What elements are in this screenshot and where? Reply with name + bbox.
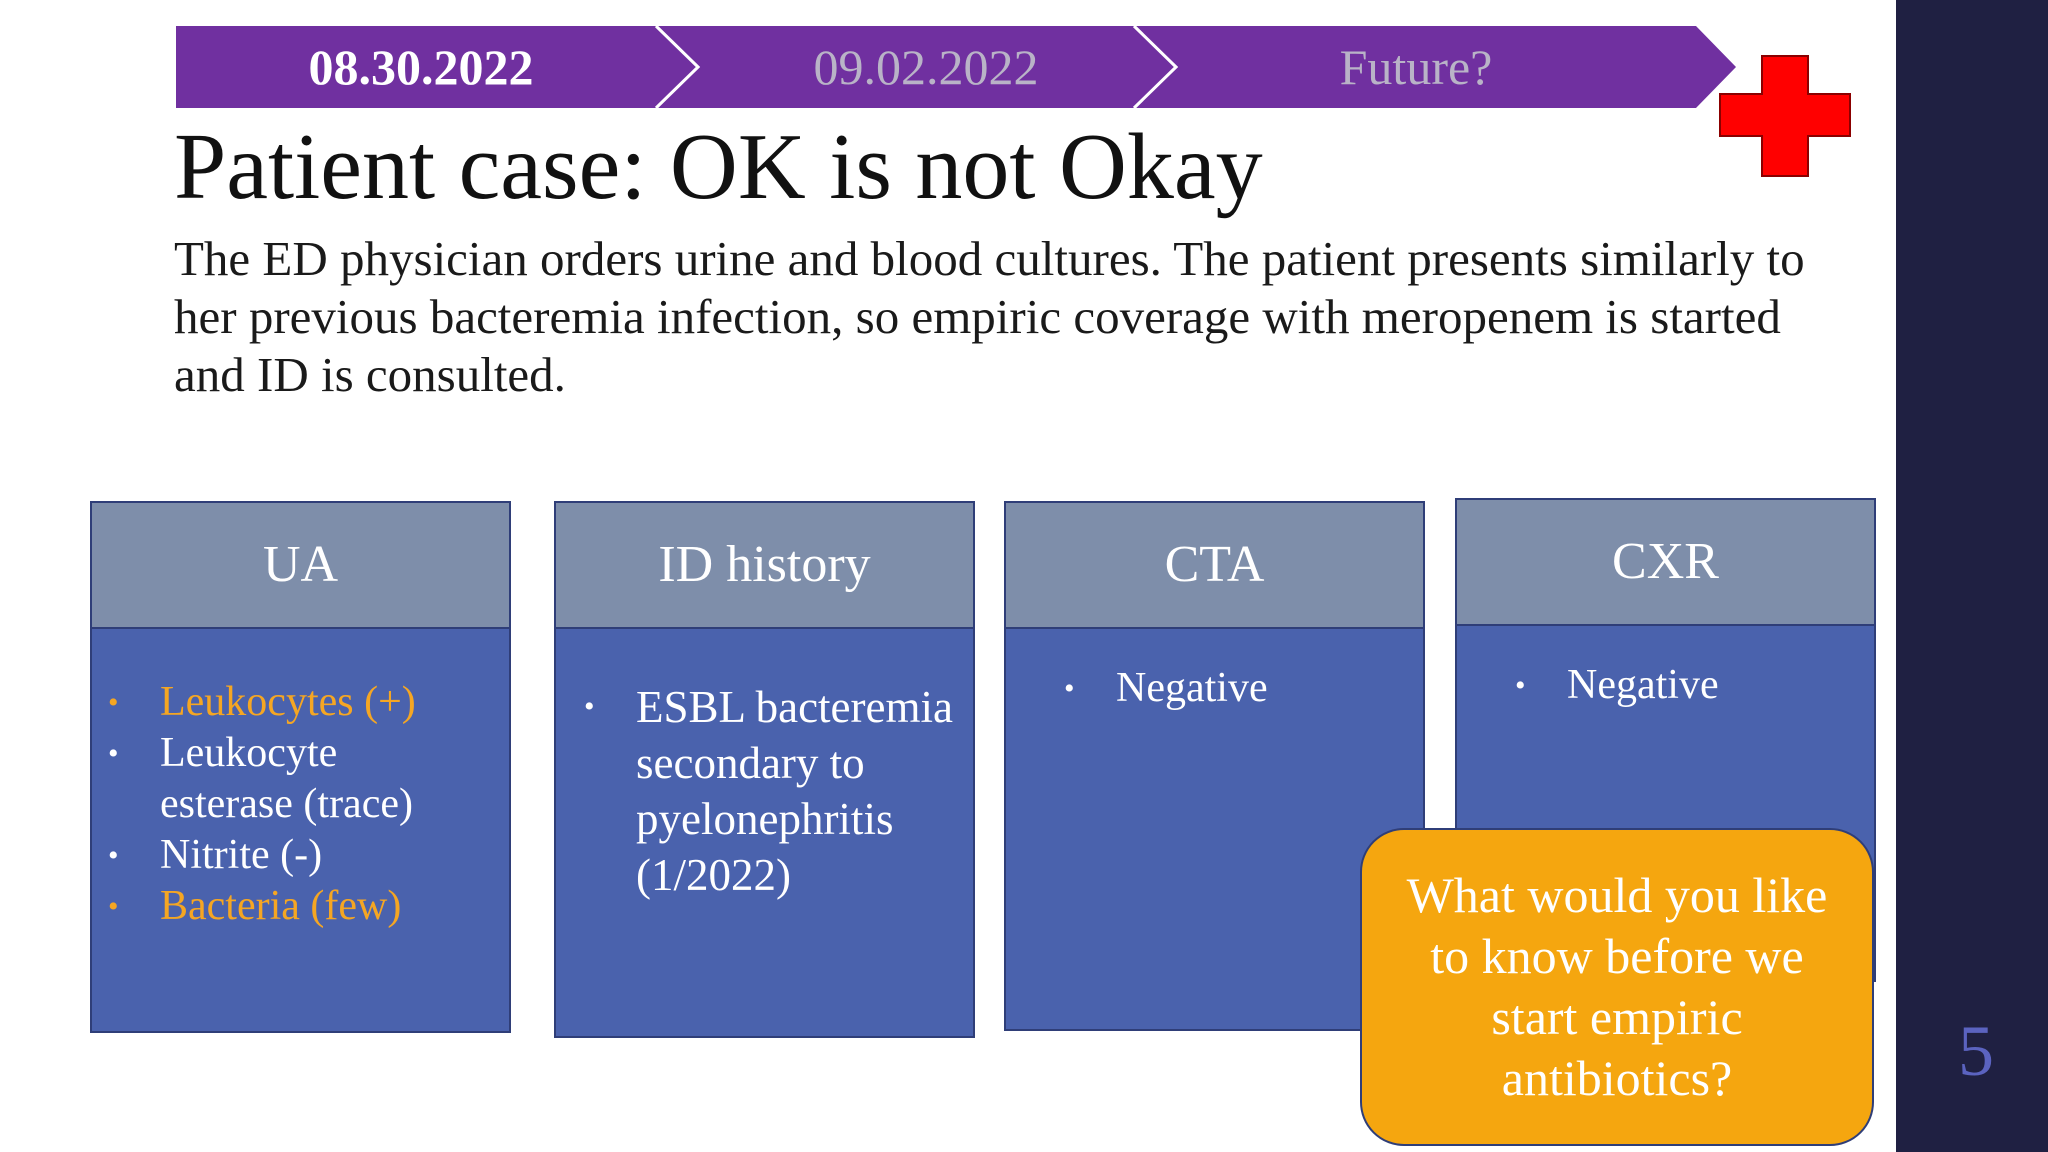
timeline-chevron-2 [658,26,1176,108]
bullet-icon: • [108,890,119,923]
list-item: •Negative [1507,660,1719,711]
list-item: •ESBL bacteremia [576,679,953,735]
timeline-step-3[interactable]: Future? [1339,39,1493,95]
card-id-history-heading: ID history [556,503,973,629]
timeline-step-1[interactable]: 08.30.2022 [308,39,534,95]
red-cross-icon [1719,55,1851,177]
list-item: secondary to [636,738,865,788]
slide-number: 5 [1958,1011,1994,1091]
bullet-icon: • [108,839,119,872]
card-ua-list: •Leukocytes (+) •Leukocyte esterase (tra… [100,677,416,932]
list-item: (1/2022) [636,850,791,900]
list-item: •Nitrite (-) [100,830,416,881]
bullet-icon: • [108,737,119,770]
list-item: esterase (trace) [160,781,413,827]
timeline-chevrons [176,26,1736,108]
bullet-icon: • [584,690,595,723]
timeline-chevron-1 [176,26,698,108]
timeline-chevron-3 [1136,26,1736,108]
card-cxr-list: •Negative [1507,660,1719,711]
list-item: •Leukocytes (+) [100,677,416,728]
card-cxr-heading: CXR [1457,500,1874,626]
list-item: •Negative [1056,663,1268,714]
card-cta-heading: CTA [1006,503,1423,629]
card-id-history: ID history •ESBL bacteremia secondary to… [554,501,975,1038]
card-ua: UA •Leukocytes (+) •Leukocyte esterase (… [90,501,511,1033]
card-ua-heading: UA [92,503,509,629]
slide-body-text: The ED physician orders urine and blood … [174,231,1805,402]
list-item: pyelonephritis [636,794,894,844]
slide: 08.30.2022 09.02.2022 Future? Patient ca… [90,26,1876,1146]
question-callout: What would you like to know before we st… [1360,828,1874,1146]
list-item: •Leukocyte [100,728,416,779]
card-cta-list: •Negative [1056,663,1268,714]
slide-title: Patient case: OK is not Okay [174,115,1263,219]
bullet-icon: • [1064,672,1075,705]
card-cta: CTA •Negative [1004,501,1425,1031]
card-id-history-list: •ESBL bacteremia secondary to pyelonephr… [576,679,953,903]
list-item: •Bacteria (few) [100,881,416,932]
sidebar [1896,0,2048,1152]
timeline-step-2[interactable]: 09.02.2022 [813,39,1039,95]
bullet-icon: • [1515,669,1526,702]
bullet-icon: • [108,686,119,719]
timeline: 08.30.2022 09.02.2022 Future? [176,26,1736,108]
